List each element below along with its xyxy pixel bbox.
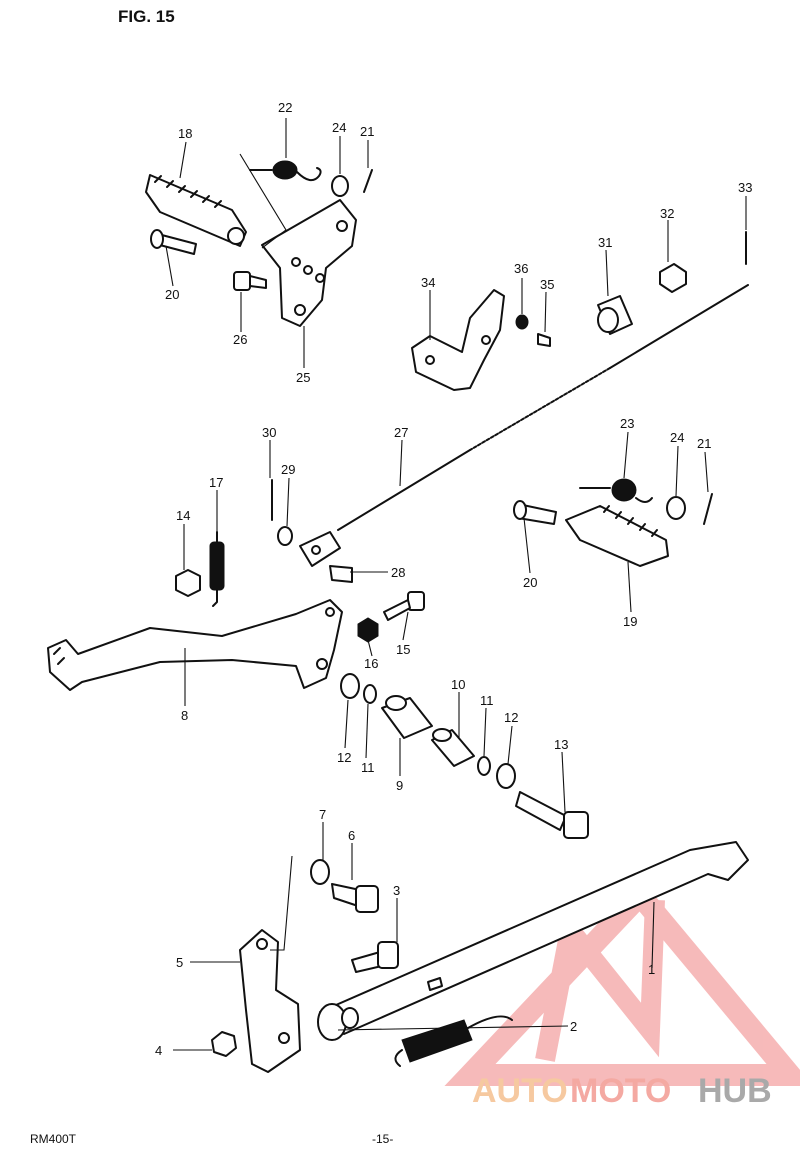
callout-spring-23: 23 bbox=[620, 416, 634, 431]
return-spring-17-drawing bbox=[209, 531, 225, 607]
brake-pedal-8-drawing bbox=[47, 599, 343, 691]
callout-bolt-3: 3 bbox=[393, 883, 400, 898]
nut-36-drawing bbox=[515, 314, 529, 330]
sleeve-9-drawing bbox=[381, 695, 433, 739]
callout-bolt-15: 15 bbox=[396, 642, 410, 657]
bolt-15-drawing bbox=[383, 591, 425, 621]
callout-washer-24-upper: 24 bbox=[332, 120, 346, 135]
callout-side-stand: 1 bbox=[648, 962, 655, 977]
cable-bracket-34-drawing bbox=[411, 289, 505, 391]
callout-washer-24-right: 24 bbox=[670, 430, 684, 445]
callout-footrest-18: 18 bbox=[178, 126, 192, 141]
callout-washer-7: 7 bbox=[319, 807, 326, 822]
pin-28-drawing bbox=[329, 565, 353, 583]
sleeve-10-drawing bbox=[431, 728, 475, 767]
footrest-bracket-left bbox=[261, 199, 357, 327]
callout-1-spring-2: 2 bbox=[570, 1019, 577, 1034]
callout-sleeve-9: 9 bbox=[396, 778, 403, 793]
callout-washer-12-left: 12 bbox=[337, 750, 351, 765]
left-footrest-drawing bbox=[145, 174, 247, 255]
callout-washer-12-right: 12 bbox=[504, 710, 518, 725]
stand-spring-2-drawing bbox=[394, 1015, 513, 1067]
nut-16-drawing bbox=[357, 617, 379, 643]
watermark-word-moto: MOTO bbox=[570, 1072, 671, 1110]
ring-11-left-drawing bbox=[363, 684, 377, 704]
callout-nut-16: 16 bbox=[364, 656, 378, 671]
callout-pin-28: 28 bbox=[391, 565, 405, 580]
callout-rod-27: 27 bbox=[394, 425, 408, 440]
callout-footrest-19: 19 bbox=[623, 614, 637, 629]
washer-12-right-drawing bbox=[496, 763, 516, 789]
washer-24-right-drawing bbox=[666, 496, 686, 520]
stand-bracket-5-drawing bbox=[239, 929, 301, 1073]
callout-cotter-30: 30 bbox=[262, 425, 276, 440]
callout-nut-36: 36 bbox=[514, 261, 528, 276]
cotter-pin-21-right-drawing bbox=[703, 493, 713, 525]
bolt-6-drawing bbox=[331, 883, 379, 913]
callout-bolt-6: 6 bbox=[348, 828, 355, 843]
bolt-3-drawing bbox=[351, 941, 399, 973]
callout-screw-35: 35 bbox=[540, 277, 554, 292]
callout-ring-11-left: 11 bbox=[361, 760, 375, 775]
callout-bolt-13: 13 bbox=[554, 737, 568, 752]
callout-ring-11-right: 11 bbox=[480, 693, 494, 708]
callout-pin-20-right: 20 bbox=[523, 575, 537, 590]
washer-29-drawing bbox=[277, 526, 293, 546]
screw-35-drawing bbox=[537, 333, 551, 347]
callout-cotter-21-right: 21 bbox=[697, 436, 711, 451]
nut-4-drawing bbox=[211, 1031, 237, 1057]
callout-pin-20-left: 20 bbox=[165, 287, 179, 302]
callout-sleeve-10: 10 bbox=[451, 677, 465, 692]
callout-bracket-34: 34 bbox=[421, 275, 435, 290]
callout-bracket-25: 25 bbox=[296, 370, 310, 385]
right-footrest-drawing bbox=[513, 500, 669, 567]
callout-labels: 2 1 3 4 5 6 7 8 9 10 11 11 12 12 13 14 1… bbox=[155, 100, 752, 1058]
nut-14-drawing bbox=[175, 569, 201, 597]
callout-cotter-21-upper: 21 bbox=[360, 124, 374, 139]
callout-brake-pedal-8: 8 bbox=[181, 708, 188, 723]
callout-spring-17: 17 bbox=[209, 475, 223, 490]
leader-lines bbox=[165, 118, 747, 1051]
washer-7-drawing bbox=[310, 859, 330, 885]
cable-adjuster-31-drawing bbox=[597, 295, 633, 335]
callout-nut-32: 32 bbox=[660, 206, 674, 221]
watermark-word-auto: AUTO bbox=[472, 1072, 568, 1110]
watermark-word-hub: HUB bbox=[698, 1072, 772, 1110]
side-stand-1-drawing bbox=[317, 841, 749, 1041]
nut-32-drawing bbox=[659, 263, 687, 293]
cotter-pin-21-upper-drawing bbox=[363, 169, 373, 193]
callout-pin-33: 33 bbox=[738, 180, 752, 195]
callout-nut-14: 14 bbox=[176, 508, 190, 523]
washer-24-upper-drawing bbox=[331, 175, 349, 197]
footrest-spring-right bbox=[579, 478, 653, 503]
footrest-spring-upper-left bbox=[249, 160, 322, 182]
callout-washer-29: 29 bbox=[281, 462, 295, 477]
washer-12-left-drawing bbox=[340, 673, 360, 699]
callout-spring-22: 22 bbox=[278, 100, 292, 115]
watermark-triangle bbox=[444, 878, 800, 1086]
page-number: -15- bbox=[372, 1132, 393, 1146]
bolt-13-drawing bbox=[515, 791, 589, 839]
figure-title: FIG. 15 bbox=[118, 7, 175, 26]
callout-adjuster-31: 31 bbox=[598, 235, 612, 250]
callout-bolt-26: 26 bbox=[233, 332, 247, 347]
model-code: RM400T bbox=[30, 1132, 77, 1146]
watermark-wordmark: AUTO MOTO HUB bbox=[472, 1072, 772, 1110]
callout-bracket-5: 5 bbox=[176, 955, 183, 970]
bolt-26-drawing bbox=[233, 271, 267, 291]
brake-rod-27-drawing bbox=[299, 284, 749, 567]
callout-nut-4: 4 bbox=[155, 1043, 162, 1058]
ring-11-right-drawing bbox=[477, 756, 491, 776]
watermark-logo bbox=[444, 878, 800, 1086]
